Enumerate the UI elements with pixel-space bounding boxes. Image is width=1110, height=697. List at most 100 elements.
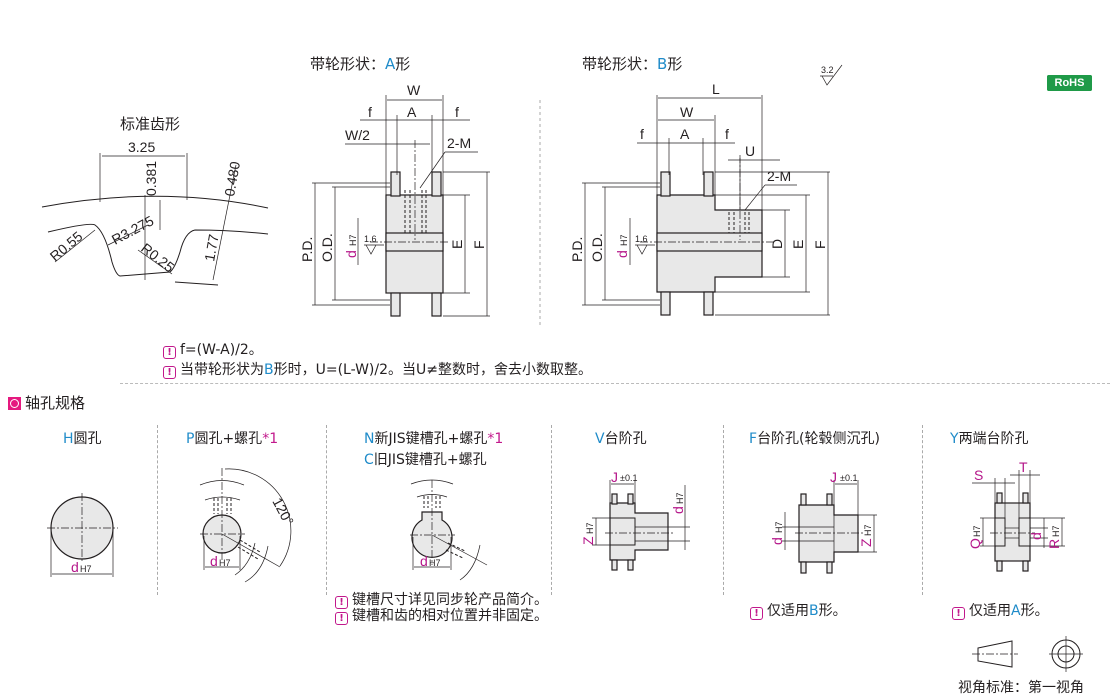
dim-f-left: f: [368, 104, 372, 120]
warning-icon: !: [335, 596, 348, 609]
dim-pd: P.D.: [299, 237, 315, 262]
dim-depth2: 0.480: [221, 160, 243, 197]
dimension-label: H7: [429, 558, 441, 568]
warning-icon: !: [163, 346, 176, 359]
dimension-label: d: [769, 537, 785, 545]
dim-depth1: 0.381: [143, 161, 159, 196]
roughness-bore-b: 1.6: [635, 234, 648, 244]
dim-w2: W/2: [345, 127, 370, 143]
dimension-label: Z: [858, 538, 874, 547]
dim-e-b: E: [790, 240, 806, 249]
dim-d-upper: D: [769, 239, 785, 249]
warning-icon: !: [335, 612, 348, 625]
dimension-label: H7: [80, 564, 92, 574]
tooth-profile-title: 标准齿形: [120, 115, 181, 133]
bore-n-note-2: !键槽和齿的相对位置并非固定。: [335, 605, 548, 625]
dim-e: E: [449, 240, 465, 249]
bore-f-drawing: J±0.1 d H7 Z H7: [769, 469, 877, 574]
shape-b-title: 带轮形状：B形: [582, 55, 683, 73]
tooth-profile-drawing: 3.25 0.381 0.480 1.77 R0.55 R3.275 R0.25: [41, 139, 269, 286]
warning-icon: !: [163, 366, 176, 379]
col-divider: [551, 425, 552, 595]
rohs-badge: RoHS: [1047, 75, 1092, 91]
bore-y-note: !仅适用A形。: [952, 600, 1049, 620]
bore-n-title: N新JIS键槽孔+螺孔*1: [364, 431, 504, 447]
dim-w: W: [407, 82, 421, 98]
dimension-label: H7: [585, 522, 595, 534]
note-2: !当带轮形状为B形时，U=(L-W)/2。当U≠整数时，舍去小数取整。: [163, 359, 592, 379]
shape-a-title: 带轮形状：A形: [310, 55, 411, 73]
bore-f-note: !仅适用B形。: [750, 600, 847, 620]
dim-d-b: d: [614, 250, 630, 258]
dimension-label: R: [1046, 539, 1062, 549]
col-divider: [922, 425, 923, 595]
dimension-label: H7: [863, 524, 873, 536]
warning-icon: !: [750, 607, 763, 620]
projection-label: 视角标准：第一视角: [958, 680, 1084, 696]
section-title: 轴孔规格: [8, 392, 85, 413]
dimension-label: H7: [675, 492, 685, 504]
bore-y-drawing: S T Q H7 d R H7: [967, 459, 1065, 572]
divider: [120, 383, 1110, 384]
bore-c-title: C旧JIS键槽孔+螺孔: [364, 452, 487, 468]
dim-w-b: W: [680, 104, 694, 120]
note-1: !f=(W-A)/2。: [163, 339, 263, 359]
dim-f-left-b: f: [640, 126, 644, 142]
dim-u: U: [745, 143, 755, 159]
dim-d: d: [343, 250, 359, 258]
col-divider: [326, 425, 327, 595]
col-divider: [157, 425, 158, 595]
col-divider: [723, 425, 724, 595]
dimension-label: H7: [972, 525, 982, 537]
section-icon: [8, 397, 21, 410]
dimension-label: J: [611, 469, 618, 485]
dimension-label: S: [974, 467, 983, 483]
dim-f: F: [471, 240, 487, 249]
dim-f-right: f: [455, 104, 459, 120]
bore-h-title: H圆孔: [63, 431, 102, 447]
bore-y-title: Y两端台阶孔: [950, 431, 1029, 447]
roughness-bore: 1.6: [364, 234, 377, 244]
roughness-top: 3.2: [821, 65, 834, 75]
dimension-label: Z: [580, 536, 596, 545]
shape-b-drawing: L W A f f U 2-M P.D. O.D. d H7 1.6 D E F…: [569, 64, 843, 316]
dim-l: L: [712, 81, 720, 97]
warning-icon: !: [952, 607, 965, 620]
dimension-label: d: [210, 553, 218, 569]
dimension-label: 120°: [269, 495, 297, 528]
dim-f-right-b: f: [725, 126, 729, 142]
dimension-label: ±0.1: [840, 473, 857, 483]
dim-pd-b: P.D.: [569, 237, 585, 262]
dimension-label: T: [1019, 459, 1028, 475]
dimension-label: H7: [219, 558, 231, 568]
dimension-label: d: [420, 553, 428, 569]
dim-od: O.D.: [319, 233, 335, 262]
dim-h7: H7: [348, 234, 358, 246]
dimension-label: H7: [774, 521, 784, 533]
dim-height: 1.77: [201, 233, 222, 263]
shape-a-drawing: W A f f W/2 2-M P.D. O.D. d H7 1.6 E F: [299, 82, 541, 325]
bore-f-title: F台阶孔(轮毂侧沉孔): [749, 431, 880, 447]
dimension-label: d: [71, 559, 79, 575]
dimension-label: d: [1028, 532, 1044, 540]
dimension-label: Q: [967, 538, 983, 549]
bore-v-drawing: J±0.1 Z H7 d H7: [580, 469, 690, 571]
bore-v-title: V台阶孔: [595, 431, 647, 447]
dim-h7-b: H7: [619, 234, 629, 246]
dimension-label: ±0.1: [620, 473, 637, 483]
dimension-label: J: [830, 469, 837, 485]
bore-p-title: P圆孔+螺孔*1: [186, 431, 279, 447]
bore-n-note-1: !键槽尺寸详见同步轮产品简介。: [335, 589, 548, 609]
dimension-label: d: [670, 506, 686, 514]
dim-f-b: F: [812, 240, 828, 249]
projection-symbol: [972, 636, 1083, 672]
dim-a: A: [407, 104, 417, 120]
dim-a-b: A: [680, 126, 690, 142]
dim-od-b: O.D.: [589, 233, 605, 262]
dimension-label: H7: [1051, 525, 1061, 537]
dim-2m: 2-M: [447, 135, 471, 151]
